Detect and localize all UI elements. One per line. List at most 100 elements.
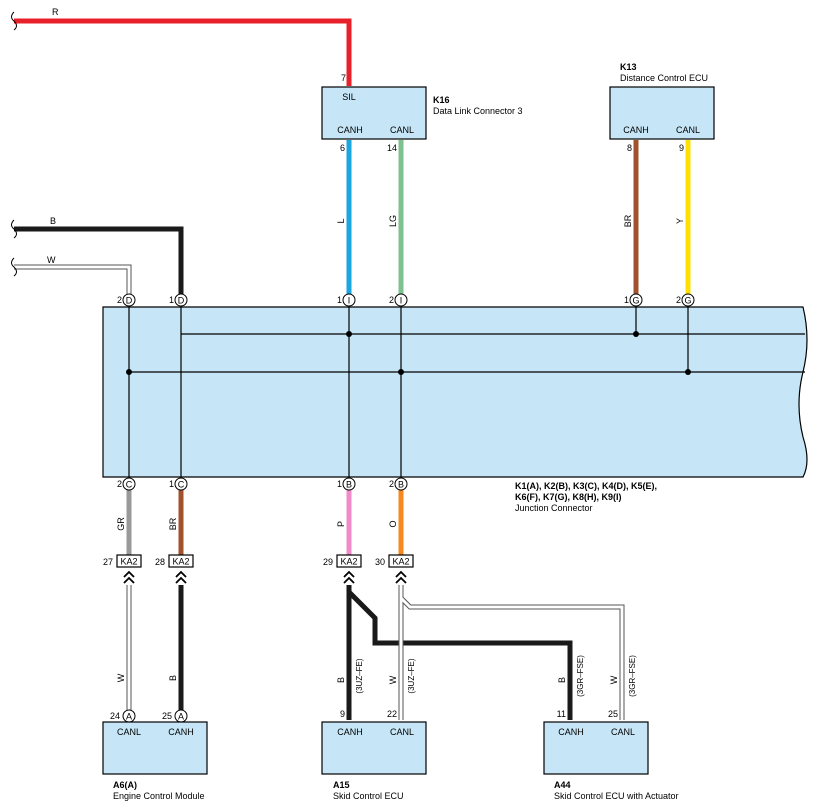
wire-code-b-left: B <box>50 216 56 226</box>
wire-code-p: P <box>336 521 346 527</box>
wire-w-a15 <box>399 585 624 720</box>
k16-sil-label: SIL <box>342 92 356 102</box>
a6-canh-label: CANH <box>168 727 194 737</box>
svg-text:2: 2 <box>117 295 122 305</box>
ka2-connector: 30 KA2 <box>375 554 414 584</box>
svg-text:28: 28 <box>155 557 165 567</box>
a15-pin-canh: 9 <box>340 709 345 719</box>
svg-text:1: 1 <box>337 295 342 305</box>
junction-top-pin: 2 D <box>117 293 136 307</box>
variant-note-a44-canl: (3GR–FSE) <box>628 655 637 697</box>
a15-canh-label: CANH <box>337 727 363 737</box>
svg-text:1: 1 <box>169 479 174 489</box>
svg-text:2: 2 <box>389 479 394 489</box>
junction-bottom-pin: 2 B <box>389 477 408 491</box>
junction-ref-line2: K6(F), K7(G), K8(H), K9(I) <box>515 492 622 502</box>
junction-top-pin: 1 I <box>337 293 356 307</box>
k13-ref: K13 <box>620 62 637 72</box>
break-mark-b <box>11 219 17 239</box>
svg-text:27: 27 <box>103 557 113 567</box>
svg-text:2: 2 <box>676 295 681 305</box>
ka2-connector: 28 KA2 <box>155 554 194 584</box>
a6-ref: A6(A) <box>113 780 137 790</box>
wire-code-y-k13: Y <box>675 218 685 224</box>
wire-code-br-a6: BR <box>168 517 178 530</box>
wire-b-a44 <box>347 590 573 720</box>
svg-text:1: 1 <box>169 295 174 305</box>
a44-box <box>543 721 649 775</box>
wire-code-w-a15: W <box>388 675 398 684</box>
wire-code-b-a44: B <box>557 677 567 683</box>
wire-r-sil <box>14 18 352 86</box>
a15-pin-canl: 22 <box>387 709 397 719</box>
svg-text:29: 29 <box>323 557 333 567</box>
svg-text:G: G <box>684 296 691 306</box>
junction-top-pin: 2 I <box>389 293 408 307</box>
svg-text:D: D <box>178 296 185 306</box>
k16-pin-canh: 6 <box>340 143 345 153</box>
svg-text:2: 2 <box>117 479 122 489</box>
ka2-connector: 27 KA2 <box>103 554 142 584</box>
svg-text:KA2: KA2 <box>120 557 137 567</box>
wire-w-a15-outline <box>398 585 625 720</box>
wire-code-w-left: W <box>47 255 56 265</box>
svg-text:I: I <box>348 296 351 306</box>
k16-canh-label: CANH <box>337 125 363 135</box>
junction-splice-dots <box>126 331 691 375</box>
a44-ref: A44 <box>554 780 571 790</box>
svg-text:B: B <box>398 480 404 490</box>
k16-pin-canl: 14 <box>387 143 397 153</box>
k16-pin-sil: 7 <box>341 73 346 83</box>
junction-connector-box <box>102 306 808 478</box>
svg-text:D: D <box>126 296 133 306</box>
a44-canl-label: CANL <box>611 727 635 737</box>
svg-text:C: C <box>178 480 185 490</box>
svg-text:1: 1 <box>624 295 629 305</box>
k13-canl-label: CANL <box>676 125 700 135</box>
junction-ref-line1: K1(A), K2(B), K3(C), K4(D), K5(E), <box>515 481 657 491</box>
break-mark-w <box>11 257 17 277</box>
variant-note-a44-canh: (3GR–FSE) <box>576 655 585 697</box>
a6-conn-canl: A <box>126 712 132 722</box>
wire-w-left <box>14 265 131 294</box>
k16-box <box>321 86 427 140</box>
variant-note-a15-canh: (3UZ–FE) <box>355 658 364 693</box>
a6-canl-label: CANL <box>117 727 141 737</box>
k16-name: Data Link Connector 3 <box>433 106 523 116</box>
svg-text:KA2: KA2 <box>340 557 357 567</box>
wire-code-r: R <box>52 7 59 17</box>
svg-text:G: G <box>632 296 639 306</box>
svg-text:30: 30 <box>375 557 385 567</box>
junction-bottom-pin: 1 B <box>337 477 356 491</box>
wire-code-br-k13: BR <box>623 214 633 227</box>
wire-code-b-a15: B <box>336 677 346 683</box>
wire-code-lg: LG <box>388 215 398 227</box>
wire-b-left <box>14 226 184 294</box>
a15-name: Skid Control ECU <box>333 791 404 801</box>
a44-pin-canh: 11 <box>557 709 566 719</box>
junction-bottom-pin: 2 C <box>117 477 136 491</box>
wire-code-o: O <box>388 520 398 527</box>
break-mark-r <box>11 11 17 31</box>
k13-name: Distance Control ECU <box>620 73 708 83</box>
wire-code-gr: GR <box>116 517 126 531</box>
svg-text:2: 2 <box>389 295 394 305</box>
junction-top-pin: 1 D <box>169 293 188 307</box>
a44-pin-canl: 25 <box>608 709 618 719</box>
a44-canh-label: CANH <box>558 727 584 737</box>
k13-canh-label: CANH <box>623 125 649 135</box>
wire-w-left-outline <box>14 264 132 294</box>
wire-code-b-a6: B <box>168 675 178 681</box>
a6-pin-canh: 25 <box>162 711 172 721</box>
a44-name: Skid Control ECU with Actuator <box>554 791 679 801</box>
k13-pin-canh: 8 <box>627 143 632 153</box>
junction-top-pin: 2 G <box>676 293 695 307</box>
wire-code-w-a6: W <box>116 673 126 682</box>
k16-ref: K16 <box>433 95 450 105</box>
a15-canl-label: CANL <box>390 727 414 737</box>
k13-box <box>609 86 715 140</box>
k16-canl-label: CANL <box>390 125 414 135</box>
a15-box <box>321 721 427 775</box>
a6-conn-canh: A <box>178 712 184 722</box>
svg-text:I: I <box>400 296 403 306</box>
